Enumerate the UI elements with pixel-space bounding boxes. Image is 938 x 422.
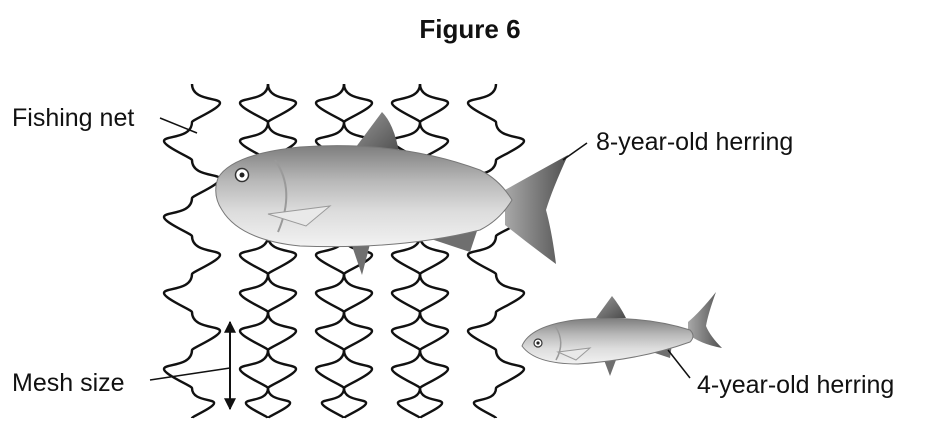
herring-8-leader-line xyxy=(563,143,587,160)
fish-pupil xyxy=(536,341,539,344)
fish-pupil xyxy=(240,173,245,178)
herring-4-label: 4-year-old herring xyxy=(697,371,894,399)
mesh-size-label: Mesh size xyxy=(12,369,125,397)
net-strand xyxy=(468,84,524,418)
fish-body xyxy=(216,146,512,247)
tail-fin xyxy=(505,155,568,264)
herring-8-label: 8-year-old herring xyxy=(596,128,793,156)
fishing-net-label: Fishing net xyxy=(12,104,134,132)
dorsal-fin xyxy=(596,296,626,318)
fish-body xyxy=(522,318,693,364)
tail-fin xyxy=(688,292,722,348)
net-strand xyxy=(164,84,220,418)
mesh-size-leader-line xyxy=(150,368,230,380)
figure-title: Figure 6 xyxy=(419,14,520,44)
pelvic-fin xyxy=(604,360,616,376)
herring-4-year-old xyxy=(522,292,722,376)
herring-4-leader-line xyxy=(668,350,690,378)
